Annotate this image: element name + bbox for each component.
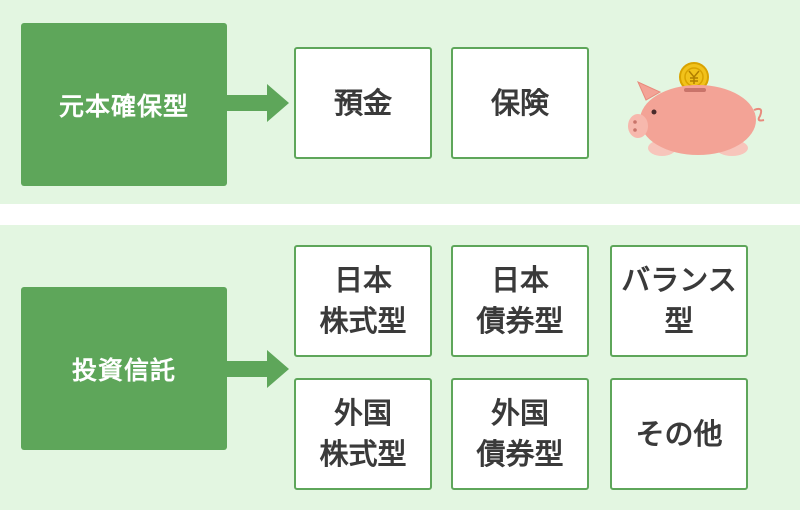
- product-deposit-label: 預金: [333, 85, 392, 120]
- arrow-right-icon: [227, 84, 289, 122]
- product-insurance: 保険: [451, 47, 589, 159]
- fund-foreign-stock-line1: 外国: [333, 396, 392, 430]
- fund-balanced-line2: 型: [664, 304, 694, 338]
- fund-balanced: バランス 型: [610, 245, 748, 357]
- investment-trust-label: 投資信託: [21, 287, 227, 450]
- fund-japan-stock: 日本 株式型: [294, 245, 432, 357]
- principal-guaranteed-label: 元本確保型: [21, 23, 227, 186]
- arrow-right-icon: [227, 350, 289, 388]
- product-deposit: 預金: [294, 47, 432, 159]
- fund-foreign-stock: 外国 株式型: [294, 378, 432, 490]
- fund-japan-bond-line1: 日本: [490, 263, 549, 297]
- fund-other-line1: その他: [635, 416, 723, 451]
- fund-japan-stock-line2: 株式型: [319, 304, 407, 338]
- piggy-bank-icon: [628, 62, 765, 156]
- fund-foreign-stock-line2: 株式型: [319, 437, 407, 471]
- fund-japan-bond-line2: 債券型: [476, 304, 564, 338]
- fund-japan-bond: 日本 債券型: [451, 245, 589, 357]
- product-insurance-label: 保険: [490, 85, 549, 120]
- fund-balanced-line1: バランス: [621, 263, 737, 297]
- fund-other: その他: [610, 378, 748, 490]
- fund-foreign-bond-line1: 外国: [490, 396, 549, 430]
- fund-japan-stock-line1: 日本: [333, 263, 392, 297]
- fund-foreign-bond-line2: 債券型: [476, 437, 564, 471]
- fund-foreign-bond: 外国 債券型: [451, 378, 589, 490]
